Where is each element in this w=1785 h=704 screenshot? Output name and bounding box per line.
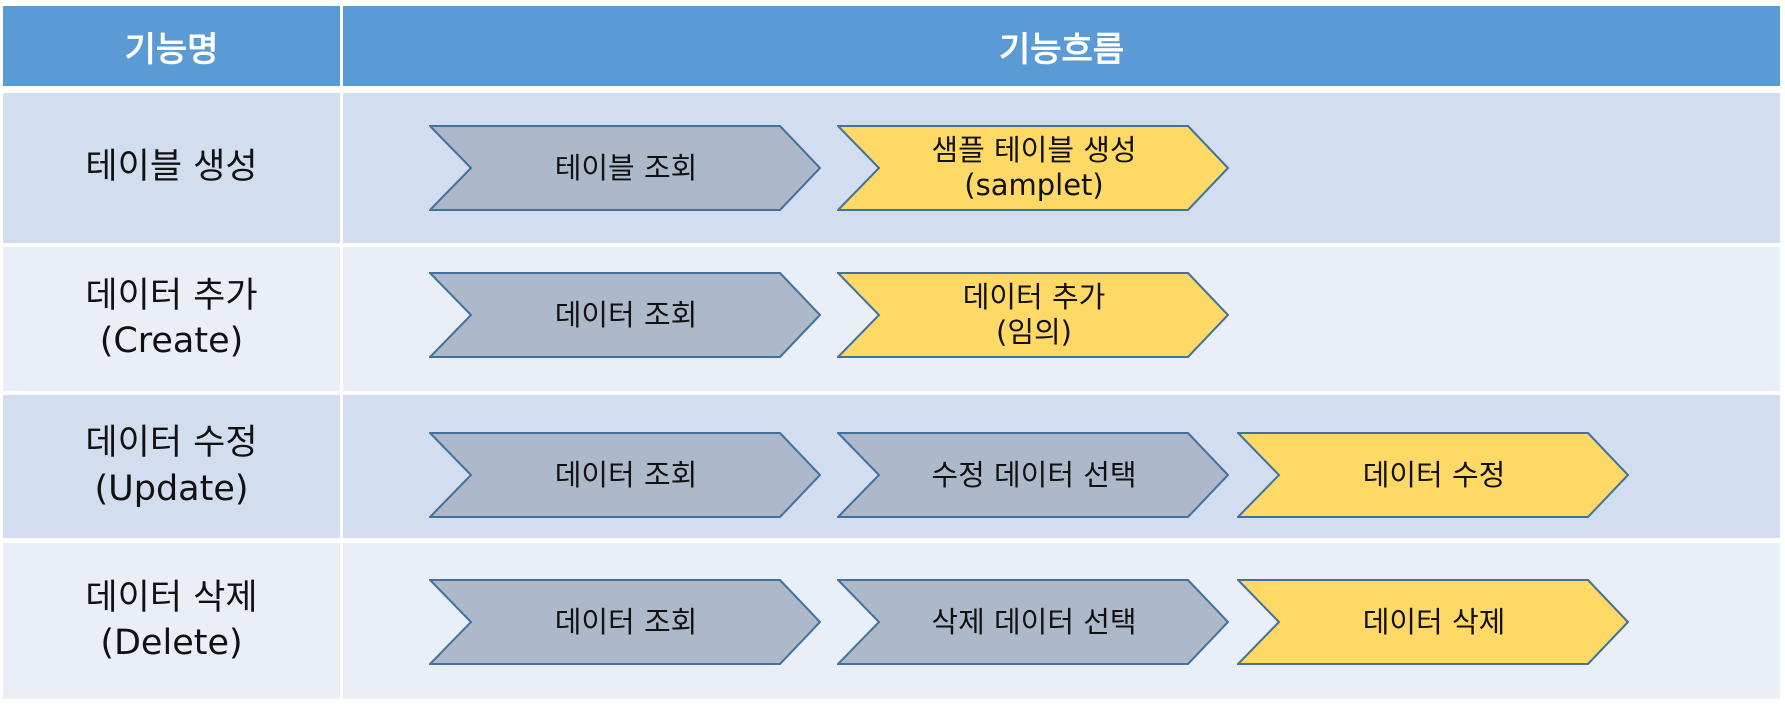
function-name-cell: 테이블 생성 (3, 93, 340, 243)
flow-step-text: 데이터 조회 (554, 457, 698, 492)
function-name: 데이터 수정 (Update) (85, 421, 257, 512)
flow-step-text: 샘플 테이블 생성 (931, 133, 1137, 168)
chevron-arrow-shape (1237, 432, 1629, 518)
flow-step: 데이터 조회 (429, 432, 821, 518)
flow-step-label: 삭제 데이터 선택 (879, 579, 1189, 665)
function-name-subtext: (Update) (94, 468, 249, 509)
function-name-text: 데이터 추가 (85, 275, 258, 316)
flow-step-text: 데이터 수정 (1362, 457, 1506, 492)
chevron-arrow-shape (429, 432, 821, 518)
flow-step: 수정 데이터 선택 (837, 432, 1229, 518)
flow-step: 데이터 추가(임의) (837, 272, 1229, 358)
flow-step: 테이블 조회 (429, 125, 821, 211)
header-function-name: 기능명 (3, 6, 340, 86)
header-function-flow: 기능흐름 (343, 6, 1780, 86)
function-name: 데이터 추가 (Create) (85, 274, 257, 365)
flow-step-label: 데이터 수정 (1279, 432, 1589, 518)
flow-step-label: 데이터 조회 (471, 579, 781, 665)
chevron-arrow-shape (837, 125, 1229, 211)
function-name-text: 데이터 삭제 (85, 577, 258, 618)
chevron-arrow-shape (429, 579, 821, 665)
flow-step-text: 데이터 조회 (554, 297, 698, 332)
flow-step-label: 테이블 조회 (471, 125, 781, 211)
flow-step-subtext: (samplet) (964, 168, 1104, 202)
chevron-polygon (837, 432, 1229, 518)
flow-step-text: 데이터 추가 (962, 280, 1106, 315)
chevron-arrow-shape (837, 579, 1229, 665)
function-name-cell: 데이터 추가 (Create) (3, 247, 340, 391)
function-name-cell: 데이터 삭제 (Delete) (3, 543, 340, 699)
chevron-polygon (837, 272, 1229, 358)
flow-step-label: 데이터 추가(임의) (879, 272, 1189, 358)
flow-step: 샘플 테이블 생성(samplet) (837, 125, 1229, 211)
chevron-polygon (429, 125, 821, 211)
chevron-arrow-shape (837, 272, 1229, 358)
flow-step-subtext: (임의) (996, 315, 1072, 349)
flow-step-label: 샘플 테이블 생성(samplet) (879, 125, 1189, 211)
chevron-polygon (429, 579, 821, 665)
flow-step: 데이터 조회 (429, 272, 821, 358)
chevron-polygon (1237, 579, 1629, 665)
chevron-arrow-shape (429, 272, 821, 358)
flow-step: 삭제 데이터 선택 (837, 579, 1229, 665)
function-name: 데이터 삭제 (Delete) (85, 576, 257, 667)
chevron-arrow-shape (1237, 579, 1629, 665)
flow-step-text: 삭제 데이터 선택 (931, 604, 1137, 639)
header-function-flow-text: 기능흐름 (998, 29, 1125, 70)
chevron-polygon (1237, 432, 1629, 518)
flow-step: 데이터 수정 (1237, 432, 1629, 518)
flow-step-label: 데이터 조회 (471, 272, 781, 358)
flow-step: 데이터 삭제 (1237, 579, 1629, 665)
chevron-polygon (837, 125, 1229, 211)
flow-step-label: 데이터 조회 (471, 432, 781, 518)
chevron-arrow-shape (837, 432, 1229, 518)
flow-step-text: 데이터 삭제 (1362, 604, 1506, 639)
function-name-cell: 데이터 수정 (Update) (3, 395, 340, 538)
function-name: 테이블 생성 (85, 145, 257, 191)
chevron-arrow-shape (429, 125, 821, 211)
function-name-subtext: (Create) (99, 321, 244, 361)
function-name-subtext: (Delete) (100, 623, 243, 663)
chevron-polygon (429, 432, 821, 518)
flow-step-label: 데이터 삭제 (1279, 579, 1589, 665)
flow-step-label: 수정 데이터 선택 (879, 432, 1189, 518)
chevron-polygon (837, 579, 1229, 665)
flow-step-text: 테이블 조회 (554, 150, 698, 185)
header-function-name-text: 기능명 (124, 29, 219, 70)
function-name-text: 테이블 생성 (85, 147, 258, 188)
flow-step: 데이터 조회 (429, 579, 821, 665)
flow-step-text: 수정 데이터 선택 (931, 457, 1137, 492)
chevron-polygon (429, 272, 821, 358)
function-name-text: 데이터 수정 (85, 423, 258, 463)
flow-step-text: 데이터 조회 (554, 604, 698, 639)
